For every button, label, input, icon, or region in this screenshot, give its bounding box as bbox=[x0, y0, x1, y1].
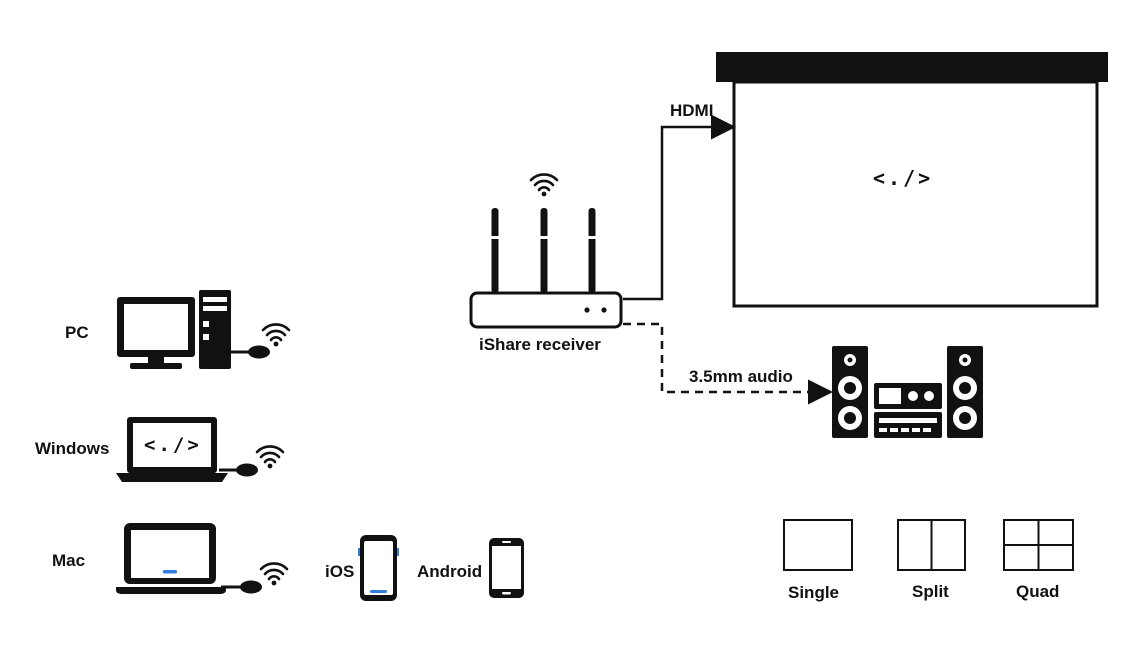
receiver-label: iShare receiver bbox=[479, 335, 601, 354]
layout-quad-label: Quad bbox=[1016, 582, 1060, 601]
stereo-system-icon bbox=[832, 346, 983, 438]
layout-split-label: Split bbox=[912, 582, 949, 601]
wifi-icon bbox=[529, 173, 559, 198]
hdmi-label: HDMI bbox=[670, 101, 714, 120]
wifi-icon bbox=[259, 562, 289, 587]
mac-label: Mac bbox=[52, 551, 86, 570]
android-label: Android bbox=[417, 562, 483, 581]
windows-laptop-icon bbox=[116, 417, 228, 482]
usb-dongle-icon bbox=[231, 345, 270, 359]
pc-computer-icon bbox=[117, 290, 231, 369]
usb-dongle-icon bbox=[219, 463, 258, 477]
hdmi-connection bbox=[623, 114, 736, 301]
pc-label: PC bbox=[65, 323, 89, 342]
ios-label: iOS bbox=[325, 562, 355, 581]
projector-screen bbox=[716, 52, 1108, 308]
usb-dongle-icon bbox=[221, 580, 262, 594]
layout-single-icon bbox=[783, 519, 853, 571]
android-phone-icon bbox=[489, 538, 524, 598]
mac-laptop-icon bbox=[116, 523, 226, 594]
audio-label: 3.5mm audio bbox=[689, 367, 793, 386]
router-icon bbox=[469, 208, 623, 329]
audio-connection bbox=[623, 322, 833, 405]
wifi-icon bbox=[261, 323, 291, 348]
ios-phone-icon bbox=[358, 535, 399, 601]
screen-housing bbox=[716, 52, 1108, 82]
wifi-icon bbox=[255, 445, 285, 470]
layout-single-label: Single bbox=[788, 583, 840, 602]
windows-label: Windows bbox=[35, 439, 110, 458]
laptop-code-glyph: <./> bbox=[144, 434, 202, 456]
screen-surface bbox=[732, 80, 1099, 308]
screen-code-glyph: <./> bbox=[873, 166, 934, 190]
layout-split-icon bbox=[897, 519, 966, 571]
layout-quad-icon bbox=[1003, 519, 1074, 571]
